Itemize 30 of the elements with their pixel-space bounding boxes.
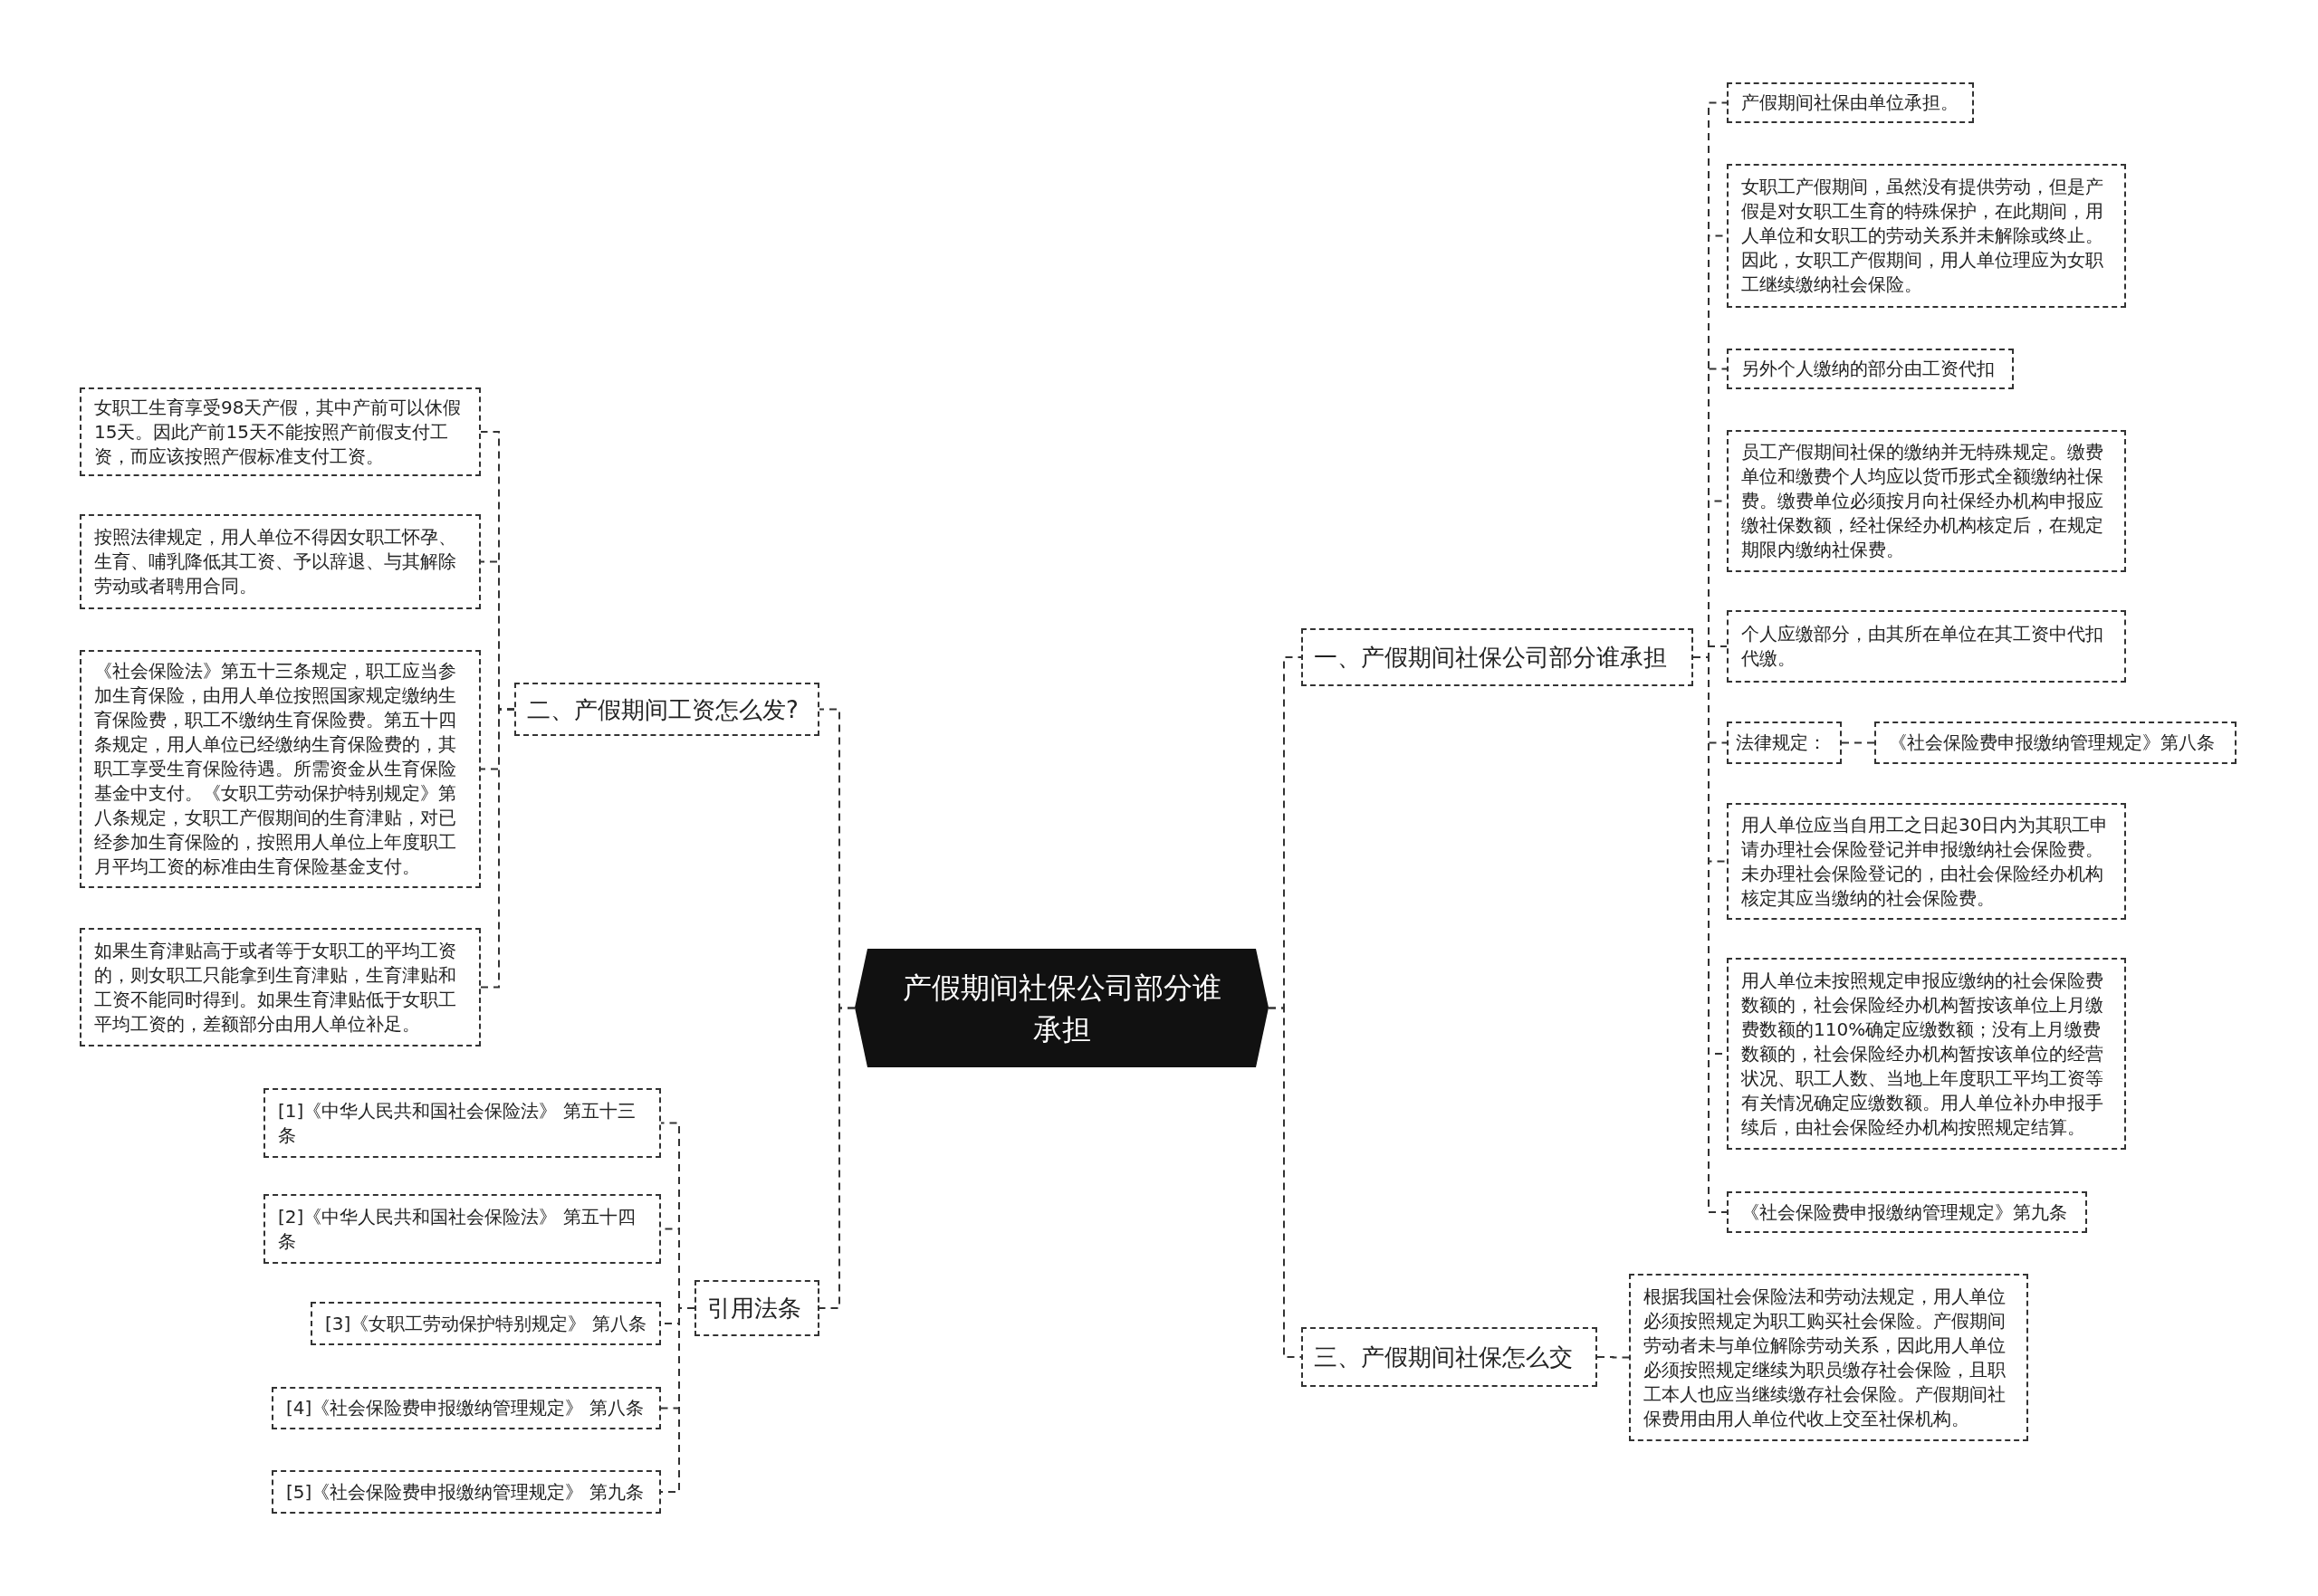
text-box: 《社会保险费申报缴纳管理规定》第九条 bbox=[1727, 1191, 2087, 1233]
branch-box: 三、产假期间社保怎么交 bbox=[1301, 1327, 1597, 1387]
text-box: 根据我国社会保险法和劳动法规定，用人单位必须按照规定为职工购买社会保险。产假期间劳动者未与单位解除劳动关系，因此用人单位必须按照规定继续为职员缴存社会保险，且职工本人也应当继续缴存社会保险。产假期间社保费用由用人单位代收上交至社保机构。 bbox=[1629, 1274, 2028, 1441]
connector bbox=[480, 708, 515, 989]
text-box: 个人应缴部分，由其所在单位在其工资中代扣代缴。 bbox=[1727, 610, 2126, 683]
text-box: 《社会保险费申报缴纳管理规定》第八条 bbox=[1874, 722, 2237, 764]
text-box: 另外个人缴纳的部分由工资代扣 bbox=[1727, 349, 2014, 389]
text-box: 女职工生育享受98天产假，其中产前可以休假15天。因此产前15天不能按照产前假支付工资，而应该按照产假标准支付工资。 bbox=[80, 387, 481, 476]
text-box: 《社会保险法》第五十三条规定，职工应当参加生育保险，由用人单位按照国家规定缴纳生育保险费，职工不缴纳生育保险费。第五十四条规定，用人单位已经缴纳生育保险费的，其职工享受生育保险待遇。所需资金从生育保险基金中支付。《女职工劳动保护特别规定》第八条规定，女职工产假期间的生育津贴，对已经参加生育保险的，按照用人单位上年度职工月平均工资的标准由生育保险基金支付。 bbox=[80, 650, 481, 888]
text-box: 如果生育津贴高于或者等于女职工的平均工资的，则女职工只能拿到生育津贴，生育津贴和工资不能同时得到。如果生育津贴低于女职工平均工资的，差额部分由用人单位补足。 bbox=[80, 928, 481, 1046]
central-topic: 产假期间社保公司部分谁承担 bbox=[855, 949, 1269, 1067]
connector bbox=[819, 1007, 856, 1309]
branch-box: 一、产假期间社保公司部分谁承担 bbox=[1301, 628, 1693, 686]
text-box: [5]《社会保险费申报缴纳管理规定》 第九条 bbox=[272, 1470, 661, 1514]
text-box: 用人单位未按照规定申报应缴纳的社会保险费数额的，社会保险经办机构暂按该单位上月缴费数额的110%确定应缴数额；没有上月缴费数额的，社会保险经办机构暂按该单位的经营状况、职工人数、当地上年度职工平均工资等有关情况确定应缴数额。用人单位补办申报手续后，由社会保险经办机构按照规定结算。 bbox=[1727, 958, 2126, 1150]
text-box: 女职工产假期间，虽然没有提供劳动，但是产假是对女职工生育的特殊保护，在此期间，用人单位和女职工的劳动关系并未解除或终止。因此，女职工产假期间，用人单位理应为女职工继续缴纳社会保险。 bbox=[1727, 164, 2126, 308]
text-box: [4]《社会保险费申报缴纳管理规定》 第八条 bbox=[272, 1387, 661, 1429]
connector bbox=[1596, 1356, 1630, 1359]
text-box: 产假期间社保由单位承担。 bbox=[1727, 82, 1974, 123]
text-box: [1]《中华人民共和国社会保险法》 第五十三条 bbox=[263, 1088, 661, 1158]
text-box: 法律规定： bbox=[1727, 722, 1842, 764]
text-box: [2]《中华人民共和国社会保险法》 第五十四条 bbox=[263, 1194, 661, 1264]
text-box: [3]《女职工劳动保护特别规定》 第八条 bbox=[311, 1302, 661, 1345]
text-box: 按照法律规定，用人单位不得因女职工怀孕、生育、哺乳降低其工资、予以辞退、与其解除劳动或者聘用合同。 bbox=[80, 514, 481, 609]
text-box: 用人单位应当自用工之日起30日内为其职工申请办理社会保险登记并申报缴纳社会保险费。未办理社会保险登记的，由社会保险经办机构核定其应当缴纳的社会保险费。 bbox=[1727, 803, 2126, 920]
branch-box: 二、产假期间工资怎么发? bbox=[514, 683, 819, 736]
connector bbox=[1841, 741, 1875, 744]
connector bbox=[1268, 1007, 1302, 1358]
branch-box: 引用法条 bbox=[694, 1280, 819, 1336]
text-box: 员工产假期间社保的缴纳并无特殊规定。缴费单位和缴费个人均应以货币形式全额缴纳社保费。缴费单位必须按月向社保经办机构申报应缴社保数额，经社保经办机构核定后，在规定期限内缴纳社保费。 bbox=[1727, 430, 2126, 572]
